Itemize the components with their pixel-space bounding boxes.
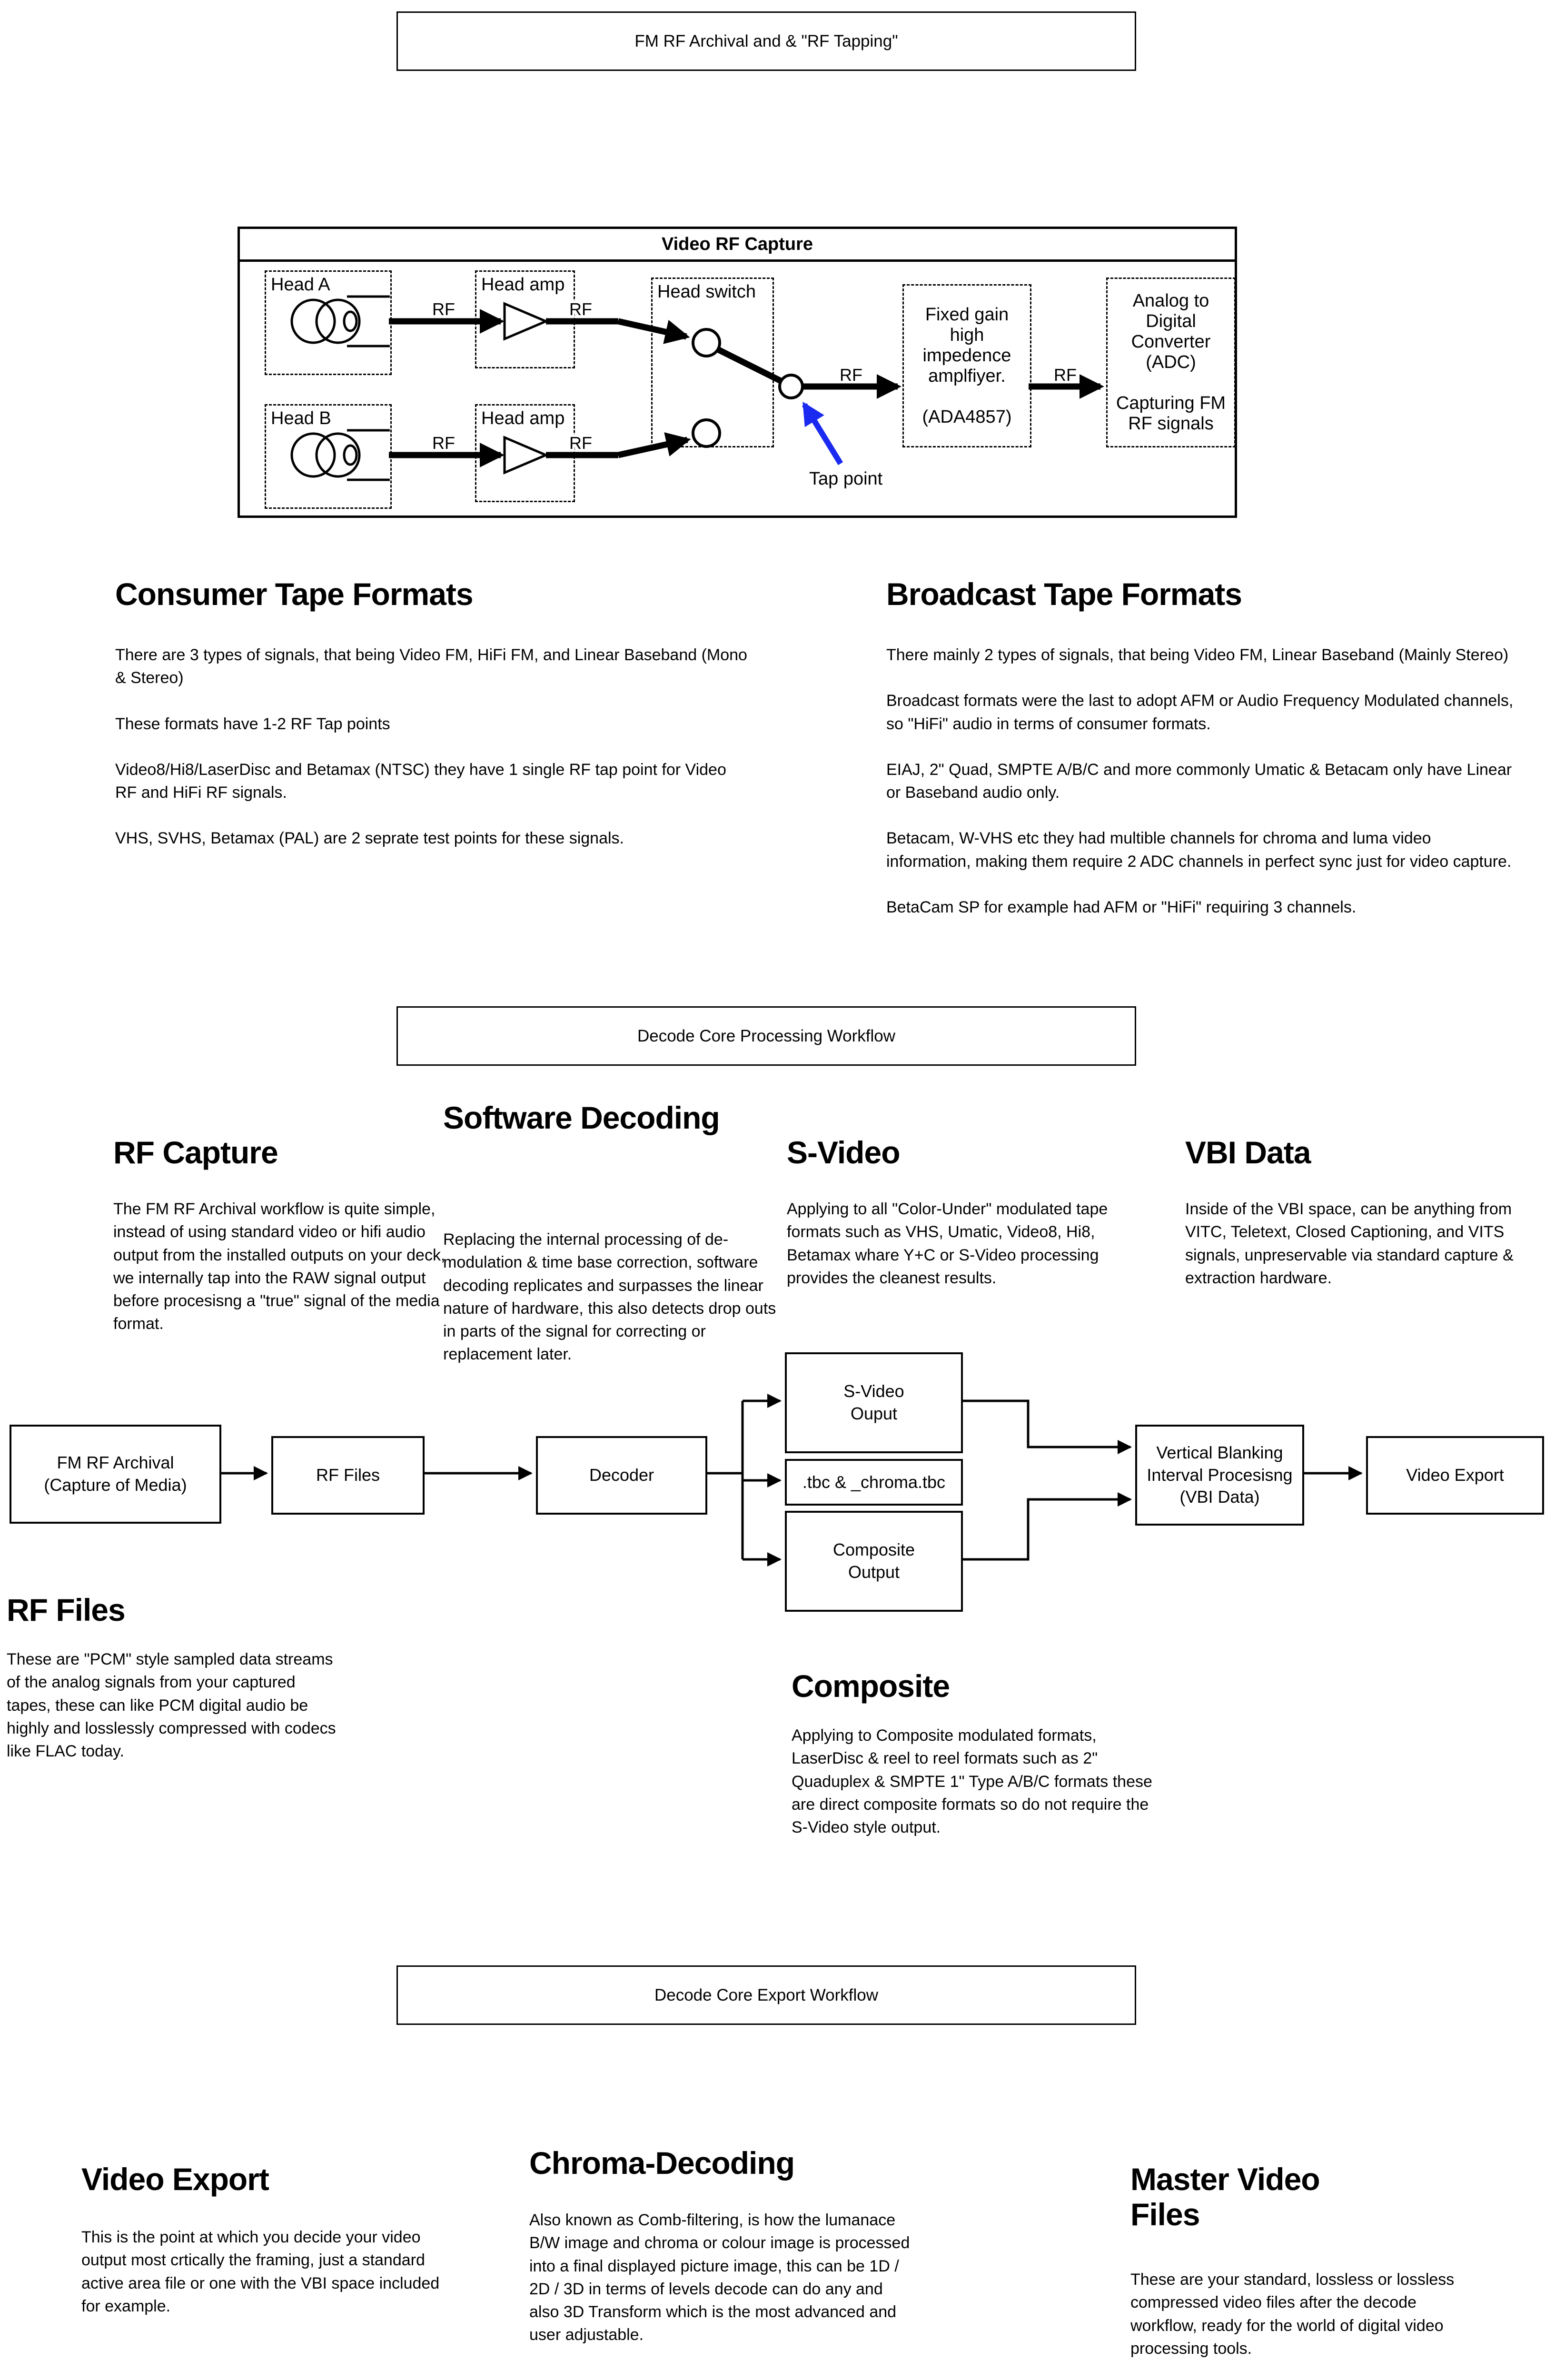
flow-composite-output-box: Composite Output [785, 1511, 963, 1612]
composite-text: Applying to Composite modulated formats,… [792, 1726, 1152, 1837]
processing-workflow-banner: Decode Core Processing Workflow [396, 1006, 1136, 1066]
rf-files-heading: RF Files [7, 1592, 126, 1627]
adc-box: Analog to Digital Converter (ADC) Captur… [1106, 278, 1236, 447]
rf-capture-heading: RF Capture [113, 1135, 278, 1170]
flow-s-video-output-box: S-Video Ouput [785, 1352, 963, 1453]
rf-label: RF [432, 433, 455, 453]
head-amp-top-label: Head amp [481, 275, 565, 295]
master-video-files-text: These are your standard, lossless or los… [1130, 2271, 1455, 2358]
video-rf-capture-panel-body: RF RF RF RF RF RF Tap point Head A Head … [240, 262, 1236, 513]
rf-files-text: These are "PCM" style sampled data strea… [7, 1650, 336, 1761]
chroma-decoding-heading: Chroma-Decoding [529, 2145, 795, 2181]
paragraph: Betacam, W-VHS etc they had multible cha… [886, 829, 1512, 871]
flow-vbi-processing-box: Vertical Blanking Interval Procesisng (V… [1135, 1425, 1304, 1526]
flow-decoder-box: Decoder [536, 1436, 707, 1515]
paragraph: These formats have 1-2 RF Tap points [115, 714, 390, 733]
rf-label: RF [569, 299, 592, 319]
consumer-formats-text: There are 3 types of signals, that being… [115, 644, 748, 873]
master-video-files-heading: Master Video Files [1130, 2162, 1320, 2232]
head-switch-label: Head switch [657, 282, 756, 302]
flow-tbc-files-box: .tbc & _chroma.tbc [785, 1459, 963, 1506]
vbi-data-text: Inside of the VBI space, can be anything… [1185, 1200, 1514, 1287]
rf-label: RF [432, 299, 455, 319]
composite-heading: Composite [792, 1668, 950, 1704]
flow-fm-rf-archival-box: FM RF Archival (Capture of Media) [10, 1425, 221, 1524]
rf-capture-schematic: RF RF RF RF RF RF Tap point [290, 295, 1104, 489]
video-head-a-icon [290, 295, 390, 347]
video-rf-capture-panel: Video RF Capture [238, 227, 1237, 518]
s-video-text: Applying to all "Color-Under" modulated … [787, 1200, 1108, 1287]
paragraph: VHS, SVHS, Betamax (PAL) are 2 seprate t… [115, 829, 624, 848]
head-switch-contact-b-icon [692, 418, 721, 448]
broadcast-formats-heading: Broadcast Tape Formats [886, 576, 1242, 612]
consumer-formats-heading: Consumer Tape Formats [115, 576, 474, 612]
export-workflow-banner-label: Decode Core Export Workflow [654, 1985, 879, 2004]
video-head-b-icon [290, 429, 390, 481]
rf-label: RF [569, 433, 592, 453]
paragraph: There are 3 types of signals, that being… [115, 646, 747, 687]
export-workflow-banner: Decode Core Export Workflow [396, 1965, 1136, 2025]
rf-capture-text: The FM RF Archival workflow is quite sim… [113, 1200, 446, 1333]
vbi-data-heading: VBI Data [1185, 1135, 1311, 1170]
document-title: FM RF Archival and & "RF Tapping" [634, 31, 898, 50]
head-switch-contact-a-icon [692, 328, 721, 357]
broadcast-formats-text: There mainly 2 types of signals, that be… [886, 644, 1519, 942]
paragraph: Broadcast formats were the last to adopt… [886, 692, 1514, 733]
paragraph: There mainly 2 types of signals, that be… [886, 646, 1509, 664]
head-switch-box: Head switch [651, 278, 774, 447]
rf-label: RF [840, 365, 862, 385]
software-decoding-text: Replacing the internal processing of de-… [443, 1230, 776, 1364]
rf-label: RF [1054, 365, 1077, 385]
paragraph: EIAJ, 2" Quad, SMPTE A/B/C and more comm… [886, 760, 1512, 802]
processing-workflow-banner-label: Decode Core Processing Workflow [637, 1026, 896, 1045]
head-a-label: Head A [271, 275, 330, 295]
video-export-text: This is the point at which you decide yo… [81, 2228, 440, 2315]
video-export-heading: Video Export [81, 2162, 269, 2197]
flow-rf-files-box: RF Files [271, 1436, 425, 1515]
head-a-box: Head A [265, 270, 392, 375]
video-rf-capture-panel-title: Video RF Capture [240, 229, 1235, 262]
amp-triangle-top-icon [503, 302, 549, 341]
tap-point-arrow-icon [802, 401, 843, 466]
amp-triangle-bottom-icon [503, 436, 549, 475]
fixed-gain-amplifier-box: Fixed gain high impedence amplfiyer. (AD… [902, 284, 1031, 447]
tap-junction-icon [778, 374, 804, 399]
flow-video-export-box: Video Export [1366, 1436, 1544, 1515]
document-title-box: FM RF Archival and & "RF Tapping" [396, 11, 1136, 71]
head-b-label: Head B [271, 408, 331, 428]
s-video-heading: S-Video [787, 1135, 901, 1170]
paragraph: Video8/Hi8/LaserDisc and Betamax (NTSC) … [115, 760, 726, 802]
rf-signal-lines [389, 309, 1104, 467]
head-b-box: Head B [265, 404, 392, 509]
chroma-decoding-text: Also known as Comb-filtering, is how the… [529, 2211, 910, 2344]
software-decoding-heading: Software Decoding [443, 1100, 720, 1135]
head-amp-bottom-label: Head amp [481, 408, 565, 428]
paragraph: BetaCam SP for example had AFM or "HiFi"… [886, 898, 1357, 916]
tap-point-label: Tap point [809, 469, 883, 489]
processing-flow-connectors [218, 1394, 1363, 1567]
